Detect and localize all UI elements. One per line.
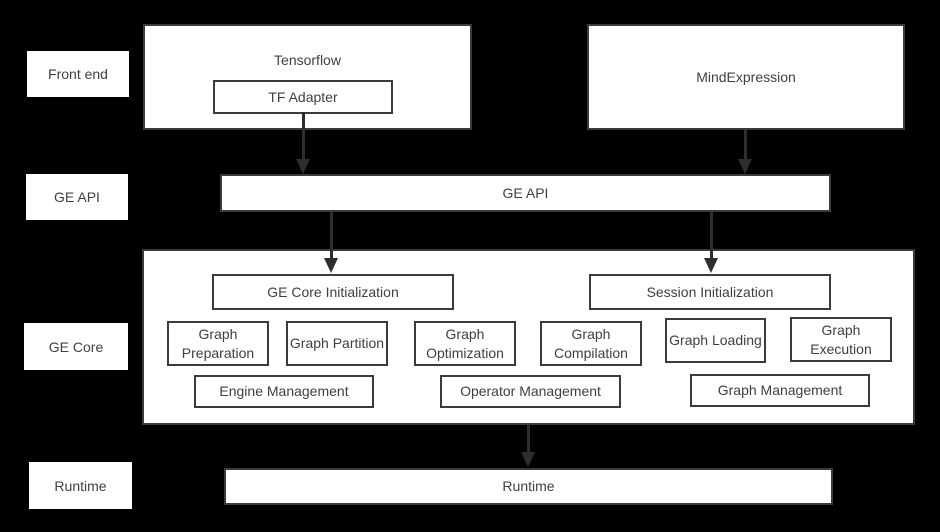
engine-management-label: Engine Management xyxy=(219,383,349,399)
layer-label-ge-api: GE API xyxy=(26,174,128,220)
ge-api-bar-label: GE API xyxy=(502,184,549,201)
layer-label-front-end: Front end xyxy=(27,51,129,97)
arrow-down-icon xyxy=(738,159,752,174)
arrow-ge-core-to-runtime xyxy=(521,425,535,467)
graph-loading-box: Graph Loading xyxy=(665,318,766,363)
mind-expression-label: MindExpression xyxy=(696,68,796,85)
tf-adapter-label: TF Adapter xyxy=(268,88,338,105)
arrow-down-icon xyxy=(704,258,718,273)
tf-adapter-box: TF Adapter xyxy=(213,80,393,114)
session-initialization-label: Session Initialization xyxy=(646,283,774,300)
arrow-ge-api-to-ge-core-initialization xyxy=(324,212,338,273)
arrow-tf-adapter-to-ge-api xyxy=(296,112,310,174)
arrow-ge-api-to-session-initialization xyxy=(704,212,718,273)
tensorflow-box: Tensorflow TF Adapter xyxy=(143,24,472,130)
arrow-down-icon xyxy=(324,258,338,273)
graph-partition-label: Graph Partition xyxy=(289,335,385,351)
graph-partition-box: Graph Partition xyxy=(286,321,388,366)
runtime-bar-label: Runtime xyxy=(502,478,555,494)
ge-core-initialization-box: GE Core Initialization xyxy=(212,274,454,310)
graph-management-box: Graph Management xyxy=(690,374,870,407)
operator-management-box: Operator Management xyxy=(440,375,621,408)
session-initialization-box: Session Initialization xyxy=(589,274,831,310)
arrow-down-icon xyxy=(296,159,310,174)
graph-management-label: Graph Management xyxy=(717,382,843,398)
graph-optimization-label: Graph Optimization xyxy=(426,325,504,361)
arrow-line xyxy=(709,212,713,258)
graph-compilation-label: Graph Compilation xyxy=(554,325,628,361)
runtime-bar: Runtime xyxy=(224,468,833,505)
layer-label-runtime: Runtime xyxy=(29,462,132,509)
layer-label-runtime-text: Runtime xyxy=(54,477,107,494)
arrow-line xyxy=(301,112,305,159)
operator-management-label: Operator Management xyxy=(460,383,601,399)
arrow-down-icon xyxy=(521,452,535,467)
layer-label-ge-core-text: GE Core xyxy=(48,338,104,355)
graph-preparation-label: Graph Preparation xyxy=(181,325,255,361)
mind-expression-box: MindExpression xyxy=(587,24,905,130)
graph-loading-label: Graph Loading xyxy=(669,332,762,348)
ge-api-bar: GE API xyxy=(220,174,831,212)
graph-execution-label: Graph Execution xyxy=(810,321,872,357)
arrow-line xyxy=(329,212,333,258)
arrow-mind-expression-to-ge-api xyxy=(738,130,752,174)
layer-label-front-end-text: Front end xyxy=(48,66,108,82)
layer-label-ge-core: GE Core xyxy=(24,323,128,370)
layer-label-ge-api-text: GE API xyxy=(54,189,100,205)
graph-preparation-box: Graph Preparation xyxy=(167,321,269,366)
engine-management-box: Engine Management xyxy=(194,375,374,408)
graph-optimization-box: Graph Optimization xyxy=(414,321,516,366)
tensorflow-label: Tensorflow xyxy=(274,52,341,68)
graph-compilation-box: Graph Compilation xyxy=(540,321,642,366)
ge-core-initialization-label: GE Core Initialization xyxy=(267,283,399,300)
arrow-line xyxy=(526,425,530,452)
arrow-line xyxy=(743,130,747,159)
graph-execution-box: Graph Execution xyxy=(790,317,892,362)
